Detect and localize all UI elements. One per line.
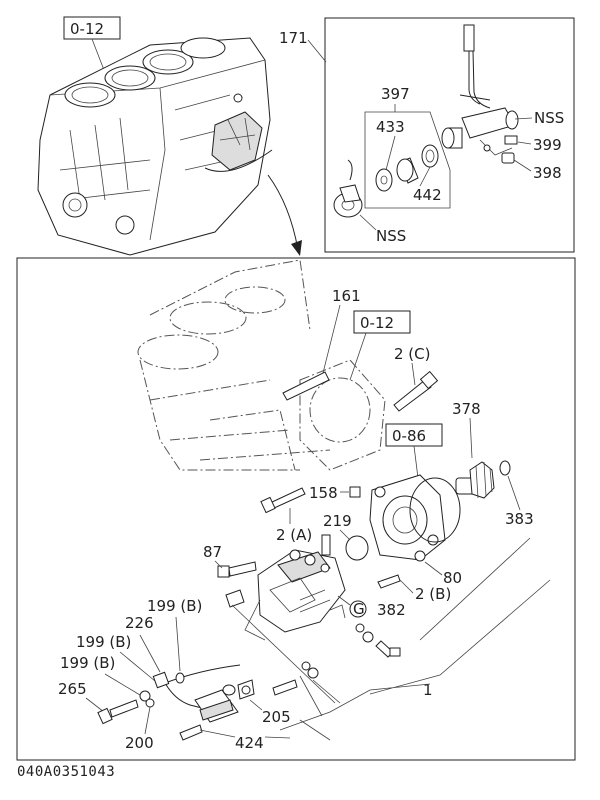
callout-219: 219 <box>323 512 352 530</box>
callout-424: 424 <box>235 734 264 752</box>
callout-397: 397 <box>381 85 410 103</box>
callout-nss-1: NSS <box>534 109 564 127</box>
sensor-inset: 171 NSS 399 398 397 433 <box>279 17 575 253</box>
figure-code: 040A0351043 <box>17 764 115 780</box>
callout-87: 87 <box>203 543 222 561</box>
callout-1: 1 <box>423 681 433 699</box>
main-frame <box>16 257 576 761</box>
callout-433: 433 <box>376 118 405 136</box>
callout-442: 442 <box>413 186 442 204</box>
callout-nss-2: NSS <box>376 227 406 245</box>
marker-g: G <box>353 600 365 618</box>
callout-2c: 2 (C) <box>394 345 431 363</box>
callout-158: 158 <box>309 484 338 502</box>
marker-g-circle <box>349 600 367 618</box>
callout-2b: 2 (B) <box>415 585 451 603</box>
block-ref-label-main: 0-12 <box>360 314 394 332</box>
callout-265: 265 <box>58 680 87 698</box>
sensor-inset-frame <box>324 17 575 253</box>
callout-171: 171 <box>279 29 308 47</box>
callout-398: 398 <box>533 164 562 182</box>
block-ref-label-top: 0-12 <box>70 20 104 38</box>
callout-199b-2: 199 (B) <box>76 633 131 651</box>
callout-199b-3: 199 (B) <box>60 654 115 672</box>
callout-399: 399 <box>533 136 562 154</box>
callout-382: 382 <box>377 601 406 619</box>
gear-case-ref-label: 0-86 <box>392 427 426 445</box>
engine-block-overview: 0-12 <box>37 16 302 256</box>
callout-199b-1: 199 (B) <box>147 597 202 615</box>
callout-226: 226 <box>125 614 154 632</box>
callout-205: 205 <box>262 708 291 726</box>
block-ref-box-main <box>353 310 411 334</box>
callout-383: 383 <box>505 510 534 528</box>
callout-80: 80 <box>443 569 462 587</box>
callout-161: 161 <box>332 287 361 305</box>
callout-378: 378 <box>452 400 481 418</box>
callout-200: 200 <box>125 734 154 752</box>
main-exploded-view: 0-12 161 2 (C) 0-86 378 <box>16 257 576 761</box>
callout-2a: 2 (A) <box>276 526 312 544</box>
